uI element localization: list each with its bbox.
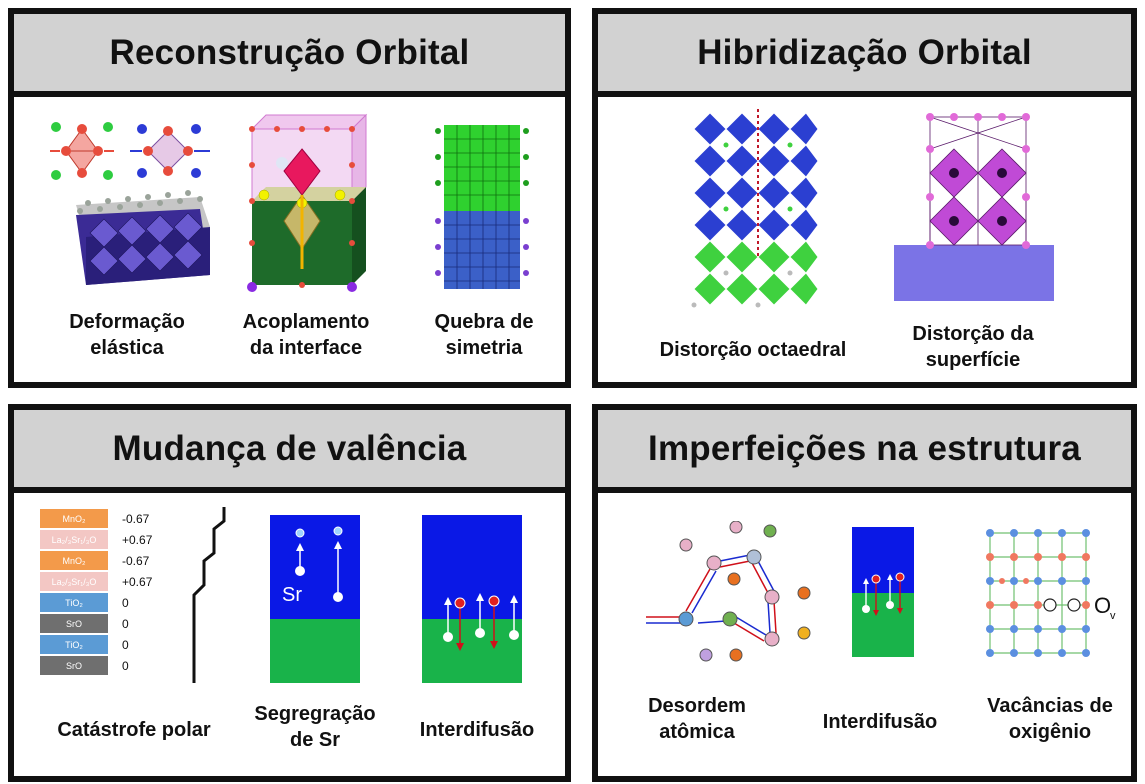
caption-interdiffusion: Interdifusão: [402, 717, 552, 743]
layer-name: TiO₂: [65, 598, 83, 608]
layer-charge: 0: [122, 617, 129, 631]
caption-oxygen-vacancies: Vacâncias de oxigênio: [970, 693, 1130, 745]
layer-block: [40, 614, 108, 633]
panel-header: Mudança de valência: [14, 410, 565, 493]
panel-body: Distorção octaedral Distorção da superfí…: [598, 97, 1131, 382]
caption-line: Catástrofe polar: [57, 719, 211, 741]
caption-line: Distorção octaedral: [659, 339, 847, 361]
layer-block: [40, 530, 108, 549]
panel-orbital-reconstruction: Reconstrução Orbital: [8, 8, 571, 388]
vacancy-label: O: [1094, 593, 1111, 618]
panel-title: Mudança de valência: [112, 428, 467, 468]
caption-interface-coupling: Acoplamento da interface: [226, 309, 386, 361]
caption-line: elástica: [90, 337, 164, 359]
strained-slab: [76, 190, 210, 285]
sr-segregation-figure: Sr: [270, 515, 360, 683]
panel-orbital-hybridization: Hibridização Orbital: [592, 8, 1137, 388]
caption-line: simetria: [445, 337, 523, 359]
interface-coupling-figure: [242, 109, 372, 299]
layer-charge: +0.67: [122, 533, 153, 547]
caption-line: Segregração: [254, 703, 376, 725]
caption-surface-distortion: Distorção da superfície: [898, 321, 1048, 373]
caption-elastic-deformation: Deformação elástica: [52, 309, 202, 361]
layer-name: SrO: [66, 661, 82, 671]
caption-line: Deformação: [69, 311, 185, 333]
panel-title: Imperfeições na estrutura: [648, 428, 1081, 468]
layer-name: TiO₂: [65, 640, 83, 650]
layer-name: La₂/₃Sr₁/₃O: [52, 535, 97, 545]
layer-charge: -0.67: [122, 554, 150, 568]
caption-symmetry-breaking: Quebra de simetria: [414, 309, 554, 361]
caption-interdiffusion-2: Interdifusão: [810, 709, 950, 735]
sr-label: Sr: [282, 584, 302, 606]
panel-title: Reconstrução Orbital: [109, 32, 470, 72]
interdiffusion-small-figure: [852, 527, 914, 657]
layer-block: [40, 593, 108, 612]
layer-block: [40, 572, 108, 591]
layer-name: La₂/₃Sr₁/₃O: [52, 577, 97, 587]
panel-body: Deformação elástica Acoplamento da inter…: [14, 97, 565, 382]
caption-line: oxigênio: [1008, 721, 1092, 743]
caption-sr-segregation: Segregração de Sr: [240, 701, 390, 753]
caption-atomic-disorder: Desordem atômica: [632, 693, 762, 745]
caption-line: Interdifusão: [419, 719, 535, 741]
caption-line: atômica: [659, 721, 735, 743]
symmetry-breaking-figure: [432, 117, 532, 297]
panel-header: Imperfeições na estrutura: [598, 410, 1131, 493]
caption-polar-catastrophe: Catástrofe polar: [34, 717, 234, 743]
caption-line: superfície: [925, 349, 1021, 371]
layer-block: [40, 551, 108, 570]
layer-name: MnO₂: [63, 514, 87, 524]
caption-line: Acoplamento: [242, 311, 370, 333]
layer-charge: +0.67: [122, 575, 153, 589]
layer-charge: 0: [122, 596, 129, 610]
atomic-disorder-figure: [624, 521, 814, 681]
caption-line: Quebra de: [434, 311, 534, 333]
caption-line: Distorção da: [912, 323, 1034, 345]
stretched-octahedron: [130, 124, 210, 178]
layer-charge: 0: [122, 638, 129, 652]
surface-distortion-figure: [888, 113, 1058, 313]
compressed-octahedron: [50, 122, 114, 180]
layer-block: [40, 656, 108, 675]
layer-name: MnO₂: [63, 556, 87, 566]
potential-line: [192, 507, 226, 683]
caption-octahedral-distortion: Distorção octaedral: [638, 337, 868, 363]
panel-title: Hibridização Orbital: [697, 32, 1032, 72]
caption-line: Interdifusão: [822, 711, 938, 733]
caption-line: Vacâncias de: [987, 695, 1113, 717]
layer-block: [40, 509, 108, 528]
layer-charge: -0.67: [122, 512, 150, 526]
panel-body: O v Desordem atômica Interdifusão Vacânc…: [598, 493, 1131, 776]
panel-header: Reconstrução Orbital: [14, 14, 565, 97]
caption-line: da interface: [249, 337, 363, 359]
interdiffusion-figure: [422, 515, 522, 683]
panel-structural-imperfections: Imperfeições na estrutura: [592, 404, 1137, 782]
layer-block: [40, 635, 108, 654]
layer-name: SrO: [66, 619, 82, 629]
layer-charge: 0: [122, 659, 129, 673]
oxygen-vacancies-figure: O v: [982, 523, 1122, 673]
caption-line: Desordem: [648, 695, 746, 717]
vacancy-subscript: v: [1110, 610, 1116, 622]
panel-header: Hibridização Orbital: [598, 14, 1131, 97]
elastic-deformation-figure: [50, 115, 220, 293]
caption-line: de Sr: [289, 729, 341, 751]
octahedral-distortion-figure: [690, 109, 818, 309]
